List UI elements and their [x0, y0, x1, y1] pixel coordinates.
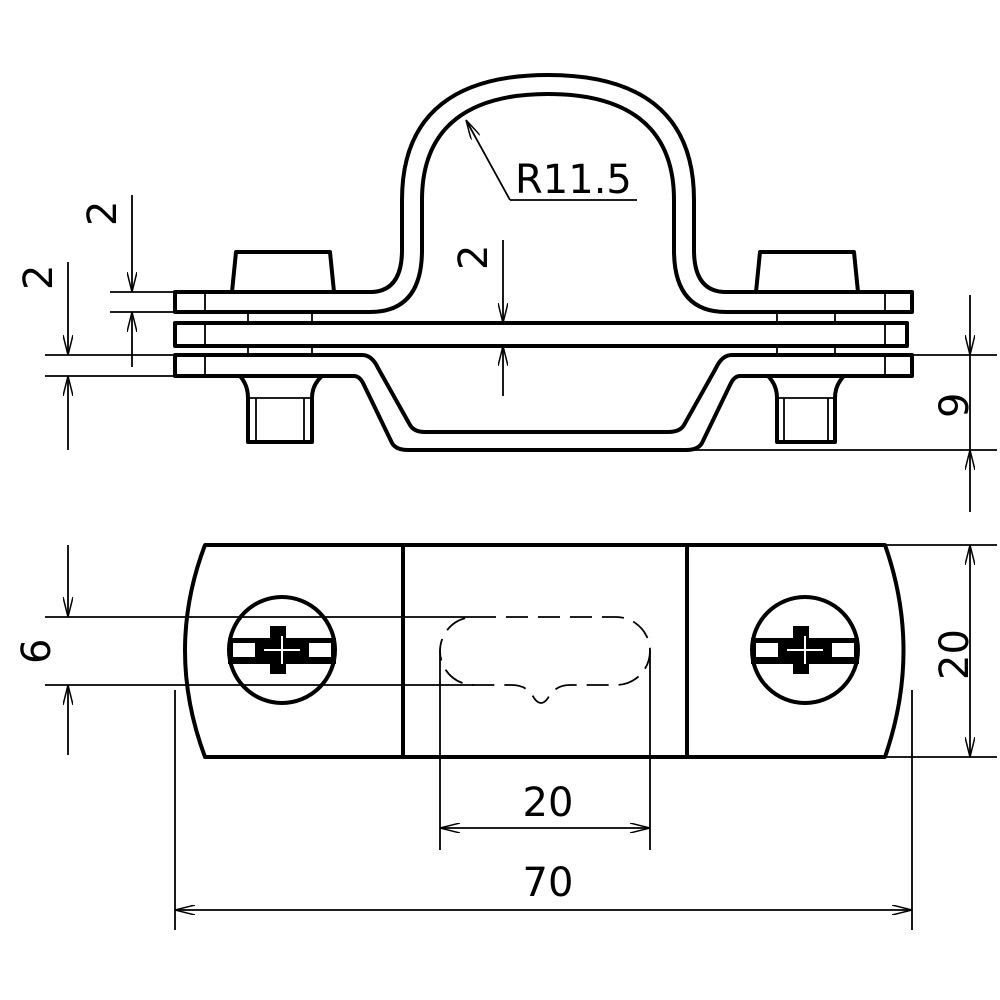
dim-slot-length: 20 — [523, 780, 574, 826]
nut-top-left — [230, 250, 336, 293]
bolt-bottom-right — [766, 374, 846, 444]
side-view-dimensions: R11.5 2 2 2 9 — [16, 120, 997, 512]
dim-plate-gap-center: 2 — [451, 245, 497, 270]
dim-strap-thickness-left: 2 — [16, 265, 62, 290]
dim-strap-thickness-upper: 2 — [80, 201, 126, 226]
screw-head-left — [227, 595, 337, 705]
nut-top-right — [754, 250, 860, 293]
lower-strap — [173, 353, 914, 452]
plan-view-dimensions: 6 20 20 70 — [14, 544, 997, 930]
dim-width-right: 20 — [932, 629, 978, 680]
side-view — [173, 73, 914, 452]
radius-leader — [465, 120, 511, 201]
plan-view — [183, 543, 906, 759]
middle-plate — [173, 321, 909, 348]
slot-hidden-outline — [439, 616, 651, 704]
dim-slot-width: 6 — [14, 639, 60, 664]
upper-strap — [173, 73, 914, 314]
screw-head-right — [750, 595, 860, 705]
dim-height-right: 9 — [932, 393, 978, 418]
bolt-shanks — [247, 312, 836, 355]
dim-total-length: 70 — [523, 860, 574, 906]
bolt-bottom-left — [238, 374, 324, 444]
radius-label: R11.5 — [515, 157, 632, 203]
